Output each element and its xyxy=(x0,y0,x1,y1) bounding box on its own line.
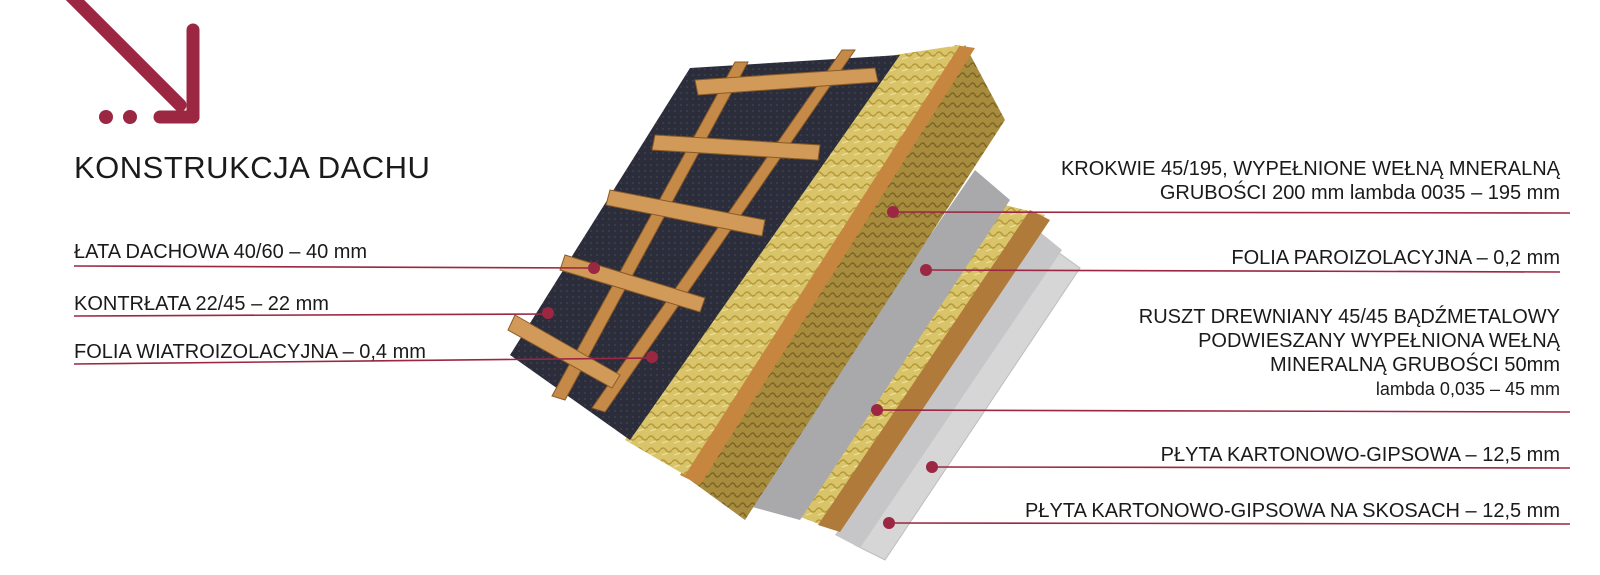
rafter-wool-side xyxy=(690,45,1005,520)
label-rafters: KROKWIE 45/195, WYPEŁNIONE WEŁNĄ MNERALN… xyxy=(1061,157,1560,205)
label-line: RUSZT DREWNIANY 45/45 BĄDŹMETALOWY xyxy=(1138,306,1560,328)
label-grill: RUSZT DREWNIANY 45/45 BĄDŹMETALOWY PODWI… xyxy=(1139,305,1560,401)
arrow-down-right-icon xyxy=(65,0,200,124)
roof-battens xyxy=(507,67,879,389)
rafter-edge xyxy=(680,45,975,485)
leader-dots xyxy=(542,206,938,529)
diagram-title: KONSTRUKCJA DACHU xyxy=(74,150,431,185)
gypsum-board xyxy=(835,232,1062,548)
label-line: GRUBOŚCI 200 mm lambda 0035 – 195 mm xyxy=(1159,182,1560,204)
label-line: lambda 0,035 – 45 mm xyxy=(1375,379,1560,399)
rafter-wool-top xyxy=(625,45,960,475)
label-wind-membrane: FOLIA WIATROIZOLACYJNA – 0,4 mm xyxy=(74,341,426,363)
grill-batten xyxy=(818,210,1050,532)
label-line: PODWIESZANY WYPEŁNIONA WEŁNĄ xyxy=(1198,330,1560,352)
vapour-foil xyxy=(745,170,1010,520)
label-counter-batten: KONTRŁATA 22/45 – 22 mm xyxy=(74,293,329,315)
label-gypsum-board-slope: PŁYTA KARTONOWO-GIPSOWA NA SKOSACH – 12,… xyxy=(1025,500,1560,522)
label-line: MINERALNĄ GRUBOŚCI 50mm xyxy=(1269,354,1560,376)
leader-lines xyxy=(73,211,1571,525)
label-roof-batten: ŁATA DACHOWA 40/60 – 40 mm xyxy=(74,241,368,263)
label-line: KROKWIE 45/195, WYPEŁNIONE WEŁNĄ MNERALN… xyxy=(1060,158,1560,180)
label-gypsum-board: PŁYTA KARTONOWO-GIPSOWA – 12,5 mm xyxy=(1160,444,1560,466)
label-vapour-foil: FOLIA PAROIZOLACYJNA – 0,2 mm xyxy=(1231,247,1560,269)
